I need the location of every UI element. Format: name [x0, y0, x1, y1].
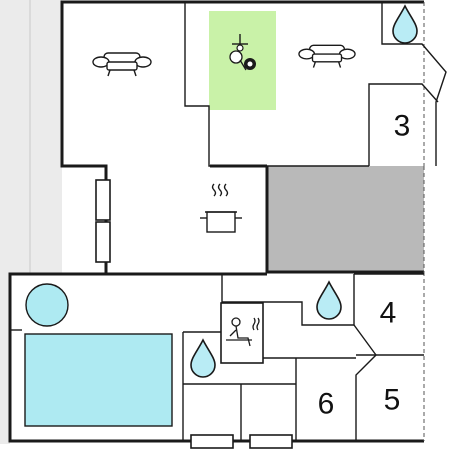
water-drop-icon: [392, 5, 418, 44]
room-number-6: 6: [318, 388, 335, 421]
water-drop-icon: [190, 339, 216, 378]
cooking-pot-icon: [200, 183, 242, 233]
exterior-area: [0, 0, 62, 274]
room-number-4: 4: [380, 297, 397, 330]
sauna-icon: [226, 317, 260, 347]
water-drop-icon: [316, 281, 342, 320]
room-number-3: 3: [394, 110, 411, 143]
hot-tub-icon: [25, 283, 69, 327]
sofa-icon: [298, 44, 356, 69]
pool-table-icon: [229, 34, 256, 71]
storage-room: [267, 166, 424, 272]
swimming-pool: [24, 333, 173, 427]
windows: [95, 179, 293, 449]
sofa-icon: [92, 52, 152, 77]
sauna-room: [220, 302, 264, 364]
exterior-area-lower: [0, 274, 10, 444]
room-number-5: 5: [384, 384, 401, 417]
game-area: [209, 11, 276, 110]
